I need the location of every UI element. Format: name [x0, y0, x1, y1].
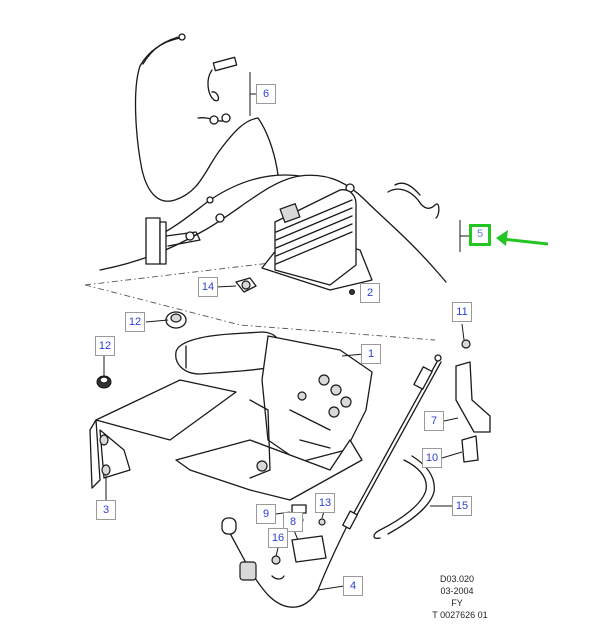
- callout-8[interactable]: 8: [283, 512, 303, 532]
- grommet-12-lower: [96, 375, 112, 389]
- bracket-7: [455, 339, 491, 463]
- ref-line-1: D03.020: [439, 574, 475, 584]
- nut-12-upper: [165, 311, 187, 329]
- highlight-arrow: [496, 230, 549, 246]
- assembly-envelope-line-2: [84, 262, 271, 286]
- callout-16[interactable]: 16: [268, 528, 288, 548]
- callout-11[interactable]: 11: [452, 302, 472, 322]
- callout-5-highlighted[interactable]: 5: [469, 224, 491, 246]
- ref-line-4: T 0027626 01: [432, 610, 488, 620]
- callout-14[interactable]: 14: [198, 277, 218, 297]
- gaiter-boot: [261, 189, 373, 295]
- callout-6[interactable]: 6: [256, 84, 276, 104]
- fastener-14: [235, 277, 257, 293]
- callout-4[interactable]: 4: [343, 576, 363, 596]
- cable-assembly-upper: [134, 33, 279, 202]
- cable-guide-bracket: [145, 217, 201, 265]
- callout-2[interactable]: 2: [360, 283, 380, 303]
- callout-12-upper[interactable]: 12: [125, 312, 145, 332]
- callout-15[interactable]: 15: [452, 496, 472, 516]
- callout-3[interactable]: 3: [96, 500, 116, 520]
- mounting-base: [89, 379, 363, 501]
- callout-1[interactable]: 1: [361, 344, 381, 364]
- ref-line-3: FY: [451, 598, 463, 608]
- callout-9[interactable]: 9: [256, 504, 276, 524]
- callout-12-lower[interactable]: 12: [95, 336, 115, 356]
- callout-13[interactable]: 13: [315, 493, 335, 513]
- callout-10[interactable]: 10: [422, 448, 442, 468]
- ref-line-2: 03-2004: [440, 586, 474, 596]
- callout-7[interactable]: 7: [424, 411, 444, 431]
- adjuster-rod: [221, 354, 442, 608]
- handbrake-lever: [175, 331, 373, 463]
